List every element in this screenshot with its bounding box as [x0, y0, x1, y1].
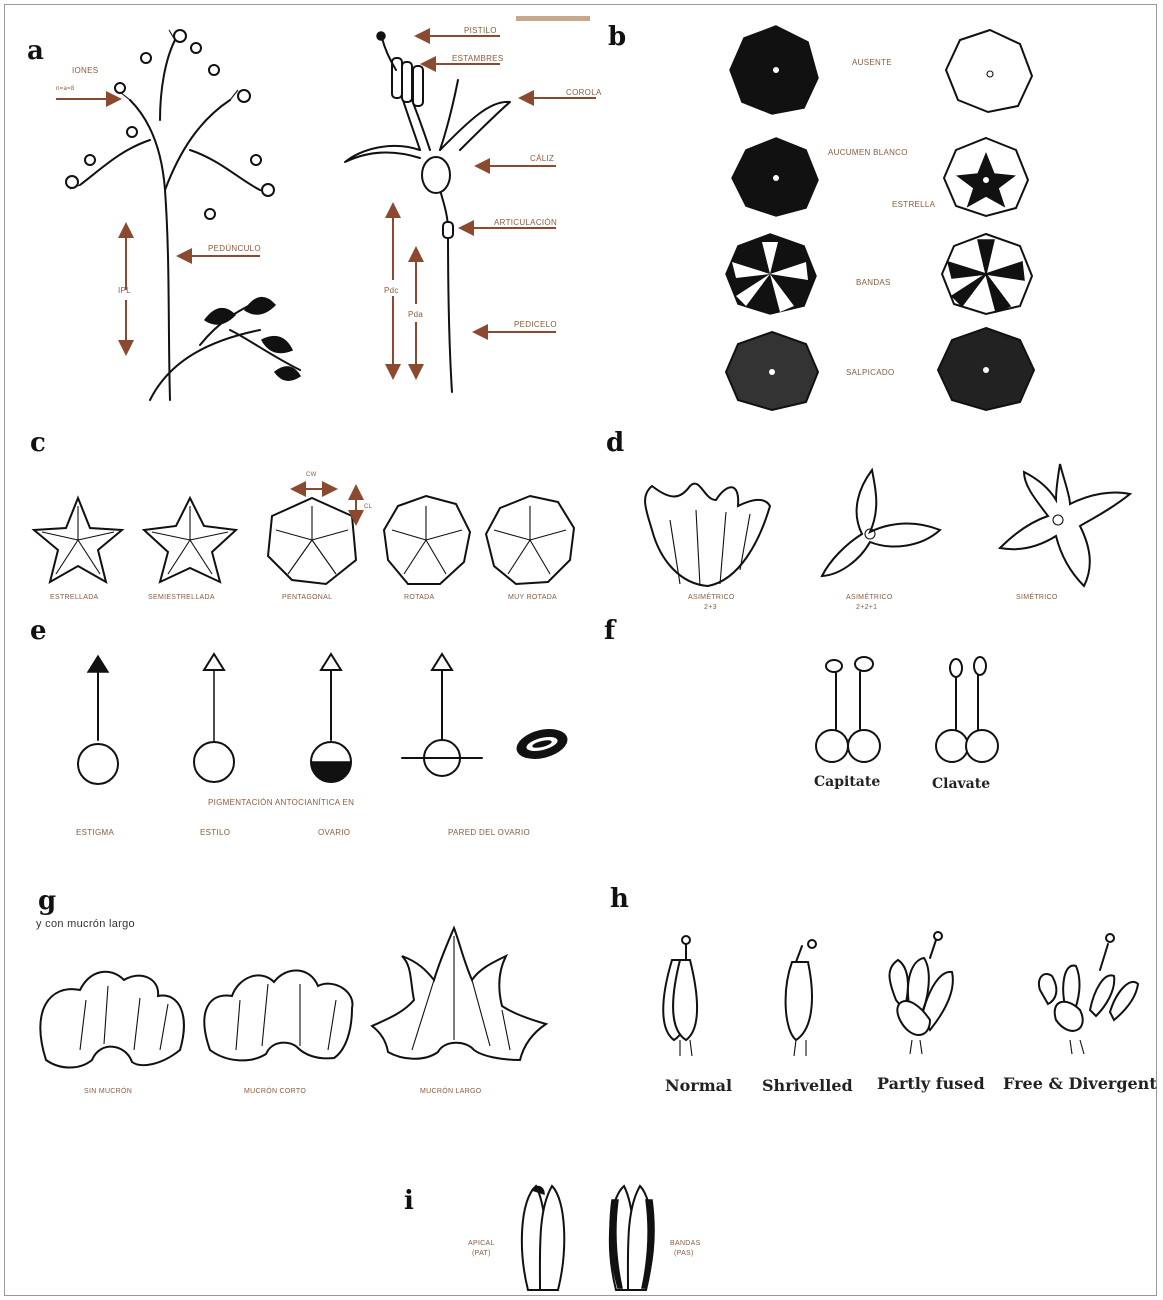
ipl-label: IPL	[118, 286, 131, 295]
peduncle-label: PEDÚNCULO	[208, 244, 261, 253]
pigment-label-2: OVARIO	[318, 828, 350, 837]
panel-letter-d: d	[606, 430, 624, 456]
corolla-shapes	[34, 488, 574, 584]
stigma-shapes	[816, 657, 998, 762]
anther-label-2: Partly fused	[877, 1074, 985, 1093]
pdc-label: Pdc	[384, 286, 399, 295]
pigment-label-0: ESTIGMA	[76, 828, 114, 837]
anther-label-0: Normal	[665, 1076, 732, 1095]
corolla-label: COROLA	[566, 88, 602, 97]
apical-sub-label: (PAT)	[472, 1250, 491, 1258]
shape-label-3: ROTADA	[404, 594, 434, 602]
pda-label: Pda	[408, 310, 423, 319]
shape-label-1: SEMIESTRELLADA	[148, 594, 215, 602]
flower-symmetry	[645, 464, 1130, 586]
pedicel-label: PEDICELO	[514, 320, 557, 329]
calyx-mucron	[40, 928, 546, 1068]
pigment-label-1: ESTILO	[200, 828, 230, 837]
cw-label: CW	[306, 472, 317, 479]
star-label: ESTRELLA	[892, 200, 935, 209]
pistil-pigmentation	[78, 654, 571, 784]
bands-anther-label: BANDAS	[670, 1240, 701, 1248]
corolla-patterns	[726, 26, 1034, 410]
mucron-label-0: SIN MUCRÓN	[84, 1088, 132, 1096]
mucron-label-1: MUCRÓN CORTO	[244, 1088, 306, 1096]
stamens-label: ESTAMBRES	[452, 54, 503, 63]
asym1-sub-label: 2+3	[704, 604, 717, 612]
panel-letter-h: h	[610, 886, 629, 912]
panel-letter-e: e	[30, 618, 47, 644]
clavate-label: Clavate	[932, 776, 990, 792]
asym1-label: ASIMÉTRICO	[688, 594, 735, 602]
calyx-label: CÁLIZ	[530, 154, 554, 163]
articulation-label: ARTICULACIÓN	[494, 218, 557, 227]
cropped-caption-fragment: y con mucrón largo	[36, 918, 135, 931]
absent-label: AUSENTE	[852, 58, 892, 67]
anther-types	[663, 932, 1138, 1056]
pigment-label-3: PARED DEL OVARIO	[448, 828, 530, 837]
bands-anther-sub-label: (PAS)	[674, 1250, 694, 1258]
panel-letter-b: b	[608, 24, 626, 50]
shape-label-2: PENTAGONAL	[282, 594, 332, 602]
anther-label-3: Free & Divergent	[1003, 1074, 1157, 1093]
bands-label: BANDAS	[856, 278, 891, 287]
shape-label-0: ESTRELLADA	[50, 594, 99, 602]
inflorescence-drawing	[66, 30, 300, 400]
panel-letter-c: c	[30, 430, 46, 456]
speckled-label: SALPICADO	[846, 368, 895, 377]
cl-label: CL	[364, 504, 372, 511]
flower-drawing	[345, 32, 510, 392]
capitate-label: Capitate	[814, 774, 880, 790]
mucron-label-2: MUCRÓN LARGO	[420, 1088, 482, 1096]
panel-letter-f: f	[604, 618, 615, 644]
anther-pigmentation	[522, 1186, 654, 1290]
panel-letter-a: a	[27, 38, 44, 64]
panel-letter-g: g	[38, 888, 56, 914]
iones-sub-label: n=a=8	[56, 86, 75, 93]
anther-label-1: Shrivelled	[762, 1076, 853, 1095]
pistil-label: PISTILO	[464, 26, 497, 35]
panel-letter-i: i	[404, 1188, 414, 1214]
top-bar	[516, 16, 590, 21]
pigmentation-title: PIGMENTACIÓN ANTOCIANÍTICA EN	[208, 798, 354, 807]
white-acumen-label: AUCUMEN BLANCO	[828, 148, 908, 157]
asym2-sub-label: 2+2+1	[856, 604, 877, 612]
sym-label: SIMÉTRICO	[1016, 594, 1058, 602]
iones-label: IONES	[72, 66, 98, 75]
shape-label-4: MUY ROTADA	[508, 594, 557, 602]
apical-label: APICAL	[468, 1240, 495, 1248]
asym2-label: ASIMÉTRICO	[846, 594, 893, 602]
